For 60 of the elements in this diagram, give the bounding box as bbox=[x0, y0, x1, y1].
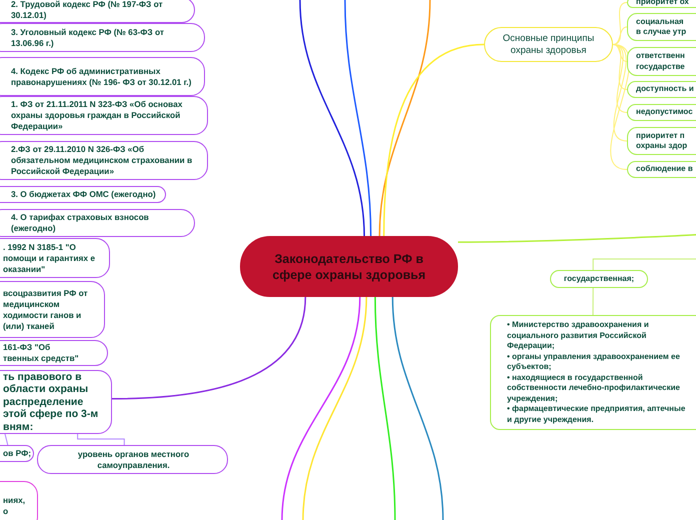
connector-line bbox=[612, 44, 628, 62]
law-node bbox=[0, 209, 195, 237]
connector-line bbox=[4, 434, 8, 446]
node-label: государственная; bbox=[564, 274, 634, 284]
node-label: 1. ФЗ от 21.11.2011 N 323-ФЗ «Об основах охраны здоровья граждан в Российской Федерации» bbox=[11, 99, 184, 132]
connector-line bbox=[612, 26, 628, 45]
connector-line bbox=[458, 231, 696, 243]
node-label: Основные принципы охраны здоровья bbox=[502, 32, 596, 56]
law-node bbox=[0, 57, 205, 96]
central-topic bbox=[240, 236, 458, 297]
node-label: 2. Трудовой кодекс РФ (№ 197-ФЗ от 30.12.01) bbox=[11, 0, 164, 21]
node-label: социальная в случае утр bbox=[636, 16, 688, 38]
connector-line bbox=[383, 44, 484, 236]
node-label: . 1992 N 3185-1 "О помощи и гарантиях е оказании" bbox=[3, 242, 96, 274]
node-label: уровень органов местного самоуправления. bbox=[76, 448, 190, 470]
law-node bbox=[0, 141, 208, 180]
law-node bbox=[37, 445, 228, 474]
connector-line bbox=[612, 44, 628, 90]
connector-line bbox=[281, 296, 361, 520]
connector-line bbox=[612, 44, 628, 113]
node-label: Законодательство РФ в сфере охраны здоровья bbox=[271, 250, 426, 282]
node-label: 161-ФЗ "Об твенных средств" bbox=[3, 342, 79, 364]
connector-line bbox=[77, 434, 125, 446]
node-label: ов РФ; bbox=[3, 448, 32, 459]
node-label: приоритет ох bbox=[636, 0, 690, 8]
connector-line bbox=[592, 258, 696, 270]
node-label: ответственн государстве bbox=[636, 51, 686, 72]
node-label: 2.ФЗ от 29.11.2010 N 326-ФЗ «Об обязательном медицинском страховании в Российской Федерации» bbox=[11, 144, 194, 177]
node-label: приоритет п охраны здор bbox=[636, 130, 688, 152]
connector-line bbox=[302, 296, 368, 520]
topic-node bbox=[484, 27, 613, 62]
connector-line bbox=[610, 44, 630, 170]
node-label: • Министерство здравоохранения и социального развития Российской Федерации; bbox=[507, 320, 650, 352]
node-label: ниях, о bbox=[3, 495, 26, 517]
connector-line bbox=[378, 0, 431, 236]
topic-node bbox=[490, 315, 696, 430]
law-node bbox=[0, 186, 166, 203]
node-label: ть правового в области охраны распределение этой сфере по 3-м вням: bbox=[3, 370, 100, 434]
connector-line bbox=[112, 296, 306, 400]
node-label: 4. Кодекс РФ об административных правонарушениях (№ 196- ФЗ от 30.12.01 г.) bbox=[11, 66, 192, 88]
connector-line bbox=[612, 44, 628, 142]
node-label: • находящиеся в государственной собственности лечебно-профилактические учреждения; bbox=[507, 372, 681, 404]
node-label: 3. О бюджетах ФФ ОМС (ежегодно) bbox=[11, 189, 157, 200]
law-node bbox=[0, 96, 208, 135]
connector-line bbox=[299, 0, 365, 236]
law-node bbox=[0, 23, 205, 52]
node-label: недопустимос bbox=[636, 107, 694, 118]
connector-line bbox=[592, 288, 594, 316]
connector-line bbox=[392, 296, 444, 520]
law-node bbox=[0, 0, 195, 23]
node-label: 4. О тарифах страховых взносов (ежегодно) bbox=[11, 212, 150, 234]
connector-line bbox=[374, 296, 396, 520]
topic-node bbox=[550, 270, 648, 288]
node-label: 3. Уголовный кодекс РФ (№ 63-ФЗ от 13.06.96 г.) bbox=[11, 26, 166, 48]
node-label: всоцразвития РФ от медицинском ходимости ганов и (или) тканей bbox=[3, 288, 89, 332]
node-label: • органы управления здравоохранением ее субъектов; bbox=[507, 352, 681, 372]
node-label: соблюдение в bbox=[636, 164, 694, 175]
node-label: доступность и bbox=[636, 84, 695, 95]
node-label: • фармацевтические предприятия, аптечные и другие учреждения. bbox=[507, 404, 686, 425]
connector-line bbox=[344, 0, 372, 236]
